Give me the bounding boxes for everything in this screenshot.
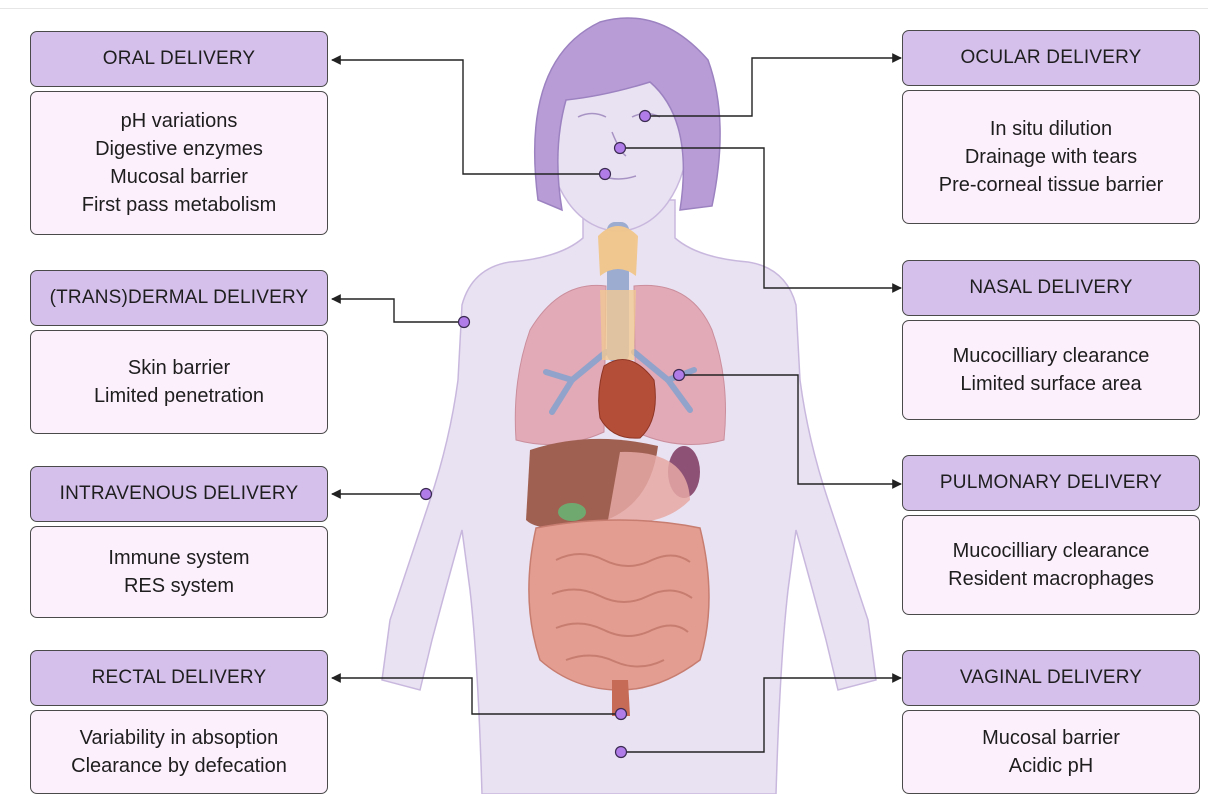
vaginal-marker	[616, 747, 627, 758]
oral-marker	[600, 169, 611, 180]
barrier-item: Mucocilliary clearance	[953, 537, 1150, 565]
iv-marker	[421, 489, 432, 500]
rectal-delivery-title: RECTAL DELIVERY	[30, 650, 328, 706]
barrier-item: Limited surface area	[960, 370, 1141, 398]
gallbladder	[558, 503, 586, 521]
dermal-delivery-card: (TRANS)DERMAL DELIVERY Skin barrier Limi…	[30, 270, 328, 434]
barrier-item: Variability in absoption	[80, 724, 279, 752]
nasal-marker	[615, 143, 626, 154]
oral-delivery-barriers: pH variations Digestive enzymes Mucosal …	[30, 91, 328, 235]
heart	[599, 360, 656, 439]
rectal-marker	[616, 709, 627, 720]
barrier-item: In situ dilution	[990, 115, 1112, 143]
esophagus	[600, 290, 636, 360]
barrier-item: Drainage with tears	[965, 143, 1137, 171]
barrier-item: Mucosal barrier	[110, 163, 248, 191]
barrier-item: pH variations	[121, 107, 238, 135]
barrier-item: Clearance by defecation	[71, 752, 287, 780]
barrier-item: Acidic pH	[1009, 752, 1093, 780]
ocular-delivery-title: OCULAR DELIVERY	[902, 30, 1200, 86]
barrier-item: Mucosal barrier	[982, 724, 1120, 752]
vaginal-delivery-barriers: Mucosal barrier Acidic pH	[902, 710, 1200, 794]
nasal-delivery-card: NASAL DELIVERY Mucocilliary clearance Li…	[902, 260, 1200, 420]
dermal-delivery-barriers: Skin barrier Limited penetration	[30, 330, 328, 434]
barrier-item: First pass metabolism	[82, 191, 277, 219]
barrier-item: RES system	[124, 572, 234, 600]
pulmonary-delivery-card: PULMONARY DELIVERY Mucocilliary clearanc…	[902, 455, 1200, 615]
intravenous-delivery-barriers: Immune system RES system	[30, 526, 328, 618]
ocular-marker	[640, 111, 651, 122]
vaginal-delivery-card: VAGINAL DELIVERY Mucosal barrier Acidic …	[902, 650, 1200, 794]
barrier-item: Mucocilliary clearance	[953, 342, 1150, 370]
barrier-item: Immune system	[108, 544, 249, 572]
barrier-item: Resident macrophages	[948, 565, 1154, 593]
nasal-delivery-barriers: Mucocilliary clearance Limited surface a…	[902, 320, 1200, 420]
pulmonary-delivery-barriers: Mucocilliary clearance Resident macropha…	[902, 515, 1200, 615]
rectal-delivery-card: RECTAL DELIVERY Variability in absoption…	[30, 650, 328, 794]
barrier-item: Digestive enzymes	[95, 135, 263, 163]
intestines	[529, 520, 709, 690]
oral-delivery-title: ORAL DELIVERY	[30, 31, 328, 87]
ocular-delivery-barriers: In situ dilution Drainage with tears Pre…	[902, 90, 1200, 224]
dermal-delivery-title: (TRANS)DERMAL DELIVERY	[30, 270, 328, 326]
vaginal-delivery-title: VAGINAL DELIVERY	[902, 650, 1200, 706]
pulmonary-delivery-title: PULMONARY DELIVERY	[902, 455, 1200, 511]
thyroid	[598, 226, 638, 276]
ocular-delivery-card: OCULAR DELIVERY In situ dilution Drainag…	[902, 30, 1200, 224]
intravenous-delivery-card: INTRAVENOUS DELIVERY Immune system RES s…	[30, 466, 328, 618]
dermal-marker	[459, 317, 470, 328]
barrier-item: Skin barrier	[128, 354, 230, 382]
barrier-item: Limited penetration	[94, 382, 264, 410]
dermal-connector	[332, 299, 464, 322]
barrier-item: Pre-corneal tissue barrier	[939, 171, 1164, 199]
pulmonary-marker	[674, 370, 685, 381]
rectal-delivery-barriers: Variability in absoption Clearance by de…	[30, 710, 328, 794]
nasal-delivery-title: NASAL DELIVERY	[902, 260, 1200, 316]
intravenous-delivery-title: INTRAVENOUS DELIVERY	[30, 466, 328, 522]
oral-delivery-card: ORAL DELIVERY pH variations Digestive en…	[30, 31, 328, 235]
